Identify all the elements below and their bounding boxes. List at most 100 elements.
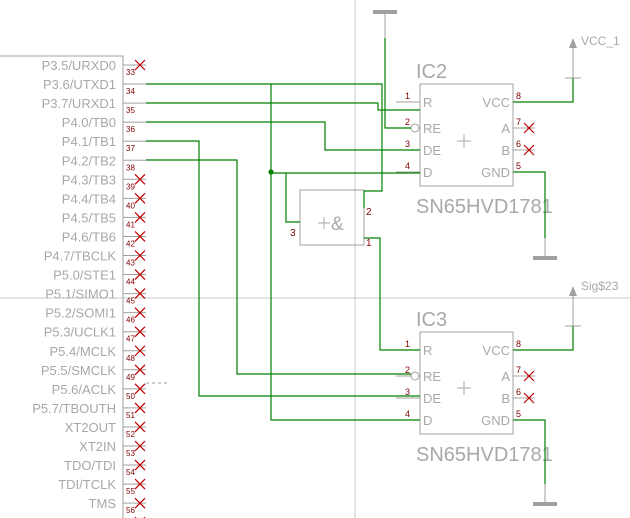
ic-pin-number: 3 (405, 387, 410, 397)
mcu-pin-name: P5.7/TBOUTH (32, 401, 116, 416)
mcu-pin-number: 37 (126, 144, 135, 153)
mcu-pin-number: 50 (126, 392, 135, 401)
wire-d-net-vertical (270, 84, 420, 421)
top-ground-symbol (373, 10, 397, 38)
no-connect-icon (134, 440, 146, 452)
ic3-part-number: SN65HVD1781 (416, 444, 553, 466)
mcu-pin-name: P4.4/TB4 (62, 191, 116, 206)
wire-tb2-to-ic3-re (146, 159, 411, 375)
wire-ic2-gnd (513, 171, 546, 238)
vcc1-supply-label: VCC_1 (581, 34, 620, 48)
ic2-designator: IC2 (416, 61, 447, 83)
ic-pin-number: 4 (405, 161, 410, 171)
mcu-pin: P5.7/TBOUTH 51 (32, 401, 146, 420)
mcu-pin-name: XT2OUT (65, 420, 116, 435)
no-connect-icon (134, 421, 146, 433)
ic-pin-name: VCC (483, 95, 510, 110)
ic-pin-name: R (423, 343, 432, 358)
wire-urxd1-to-ic2-r (146, 102, 420, 111)
no-connect-icon (134, 383, 146, 395)
mcu-pin: P4.1/TB1 37 (62, 134, 146, 153)
mcu-pin-number: 45 (126, 297, 135, 306)
mcu-pin-name: TMS (89, 496, 117, 511)
wire-junction (268, 169, 274, 175)
mcu-pin-name: P4.1/TB1 (62, 134, 116, 149)
no-connect-icon (134, 59, 146, 71)
mcu-pin: P5.0/STE1 44 (53, 268, 146, 287)
mcu-pin-name: TCK (90, 515, 116, 518)
ic-right-pin: VCC 8 (483, 91, 535, 110)
inversion-bubble-icon (410, 123, 420, 133)
mcu-pin-name: P5.0/STE1 (53, 268, 116, 283)
ic-left-pin: R1 (396, 339, 432, 358)
ic-pin-number: 7 (516, 117, 521, 127)
and-gate-pin-1-number: 1 (366, 238, 372, 249)
mcu-pin-name: TDI/TCLK (58, 477, 116, 492)
ic-left-pin: D4 (396, 161, 432, 180)
mcu-pin-name: P5.5/SMCLK (41, 363, 116, 378)
no-connect-icon (134, 345, 146, 357)
mcu-pin-name: P4.3/TB3 (62, 172, 116, 187)
mcu-pin-number: 52 (126, 430, 135, 439)
no-connect-icon (134, 250, 146, 261)
no-connect-icon (523, 392, 535, 404)
sig23-supply-symbol: Sig$23 (565, 279, 619, 327)
mcu-pin: XT2OUT 52 (65, 420, 146, 439)
wire-ic2-vcc (513, 78, 574, 103)
mcu-pin-name: P5.2/SOMI1 (45, 306, 116, 321)
ic2-body (419, 83, 514, 187)
mcu-pin-number: 38 (126, 163, 135, 172)
mcu-pin-number: 51 (126, 411, 135, 420)
ic-pin-name: A (501, 369, 510, 384)
ic-pin-number: 1 (405, 339, 410, 349)
ic-pin-name: RE (423, 121, 441, 136)
mcu-pin: P5.1/SIMO1 45 (45, 287, 146, 306)
no-connect-icon (523, 144, 535, 156)
wire-utxd1-to-gate (146, 83, 383, 208)
mcu-pin-number: 44 (126, 278, 135, 287)
mcu-pin-number: 48 (126, 354, 135, 363)
mcu-pin-number: 42 (126, 239, 135, 248)
no-connect-icon (134, 459, 146, 471)
mcu-pin-number: 39 (126, 182, 135, 191)
wires (146, 38, 574, 484)
mcu-pin-number: 49 (126, 373, 135, 382)
ic-pin-name: R (423, 95, 432, 110)
no-connect-icon (134, 326, 146, 338)
mcu-pin: P4.0/TB0 36 (62, 115, 146, 134)
no-connect-icon (134, 288, 146, 300)
ic-left-pin: RE2 (396, 365, 441, 384)
ic2-part-number: SN65HVD1781 (416, 196, 553, 218)
mcu-pin-name: P4.0/TB0 (62, 115, 116, 130)
and-gate-pin-2-number: 2 (366, 207, 372, 218)
ic-pin-number: 6 (516, 139, 521, 149)
wire-gnd-to-ic2-re (384, 38, 411, 129)
mcu-pin-name: P5.1/SIMO1 (45, 287, 116, 302)
ic-pin-name: B (501, 143, 510, 158)
and-gate-symbol: & 3 2 1 (290, 189, 372, 249)
mcu-pin-number: 36 (126, 125, 135, 134)
ic-left-pin: D4 (396, 409, 432, 428)
mcu-pin-number: 41 (126, 220, 135, 229)
no-connect-icon (134, 402, 146, 414)
ic-pin-number: 8 (516, 91, 521, 101)
wire-ic3-gnd (513, 419, 546, 484)
mcu-pin-name: P5.3/UCLK1 (44, 325, 116, 340)
